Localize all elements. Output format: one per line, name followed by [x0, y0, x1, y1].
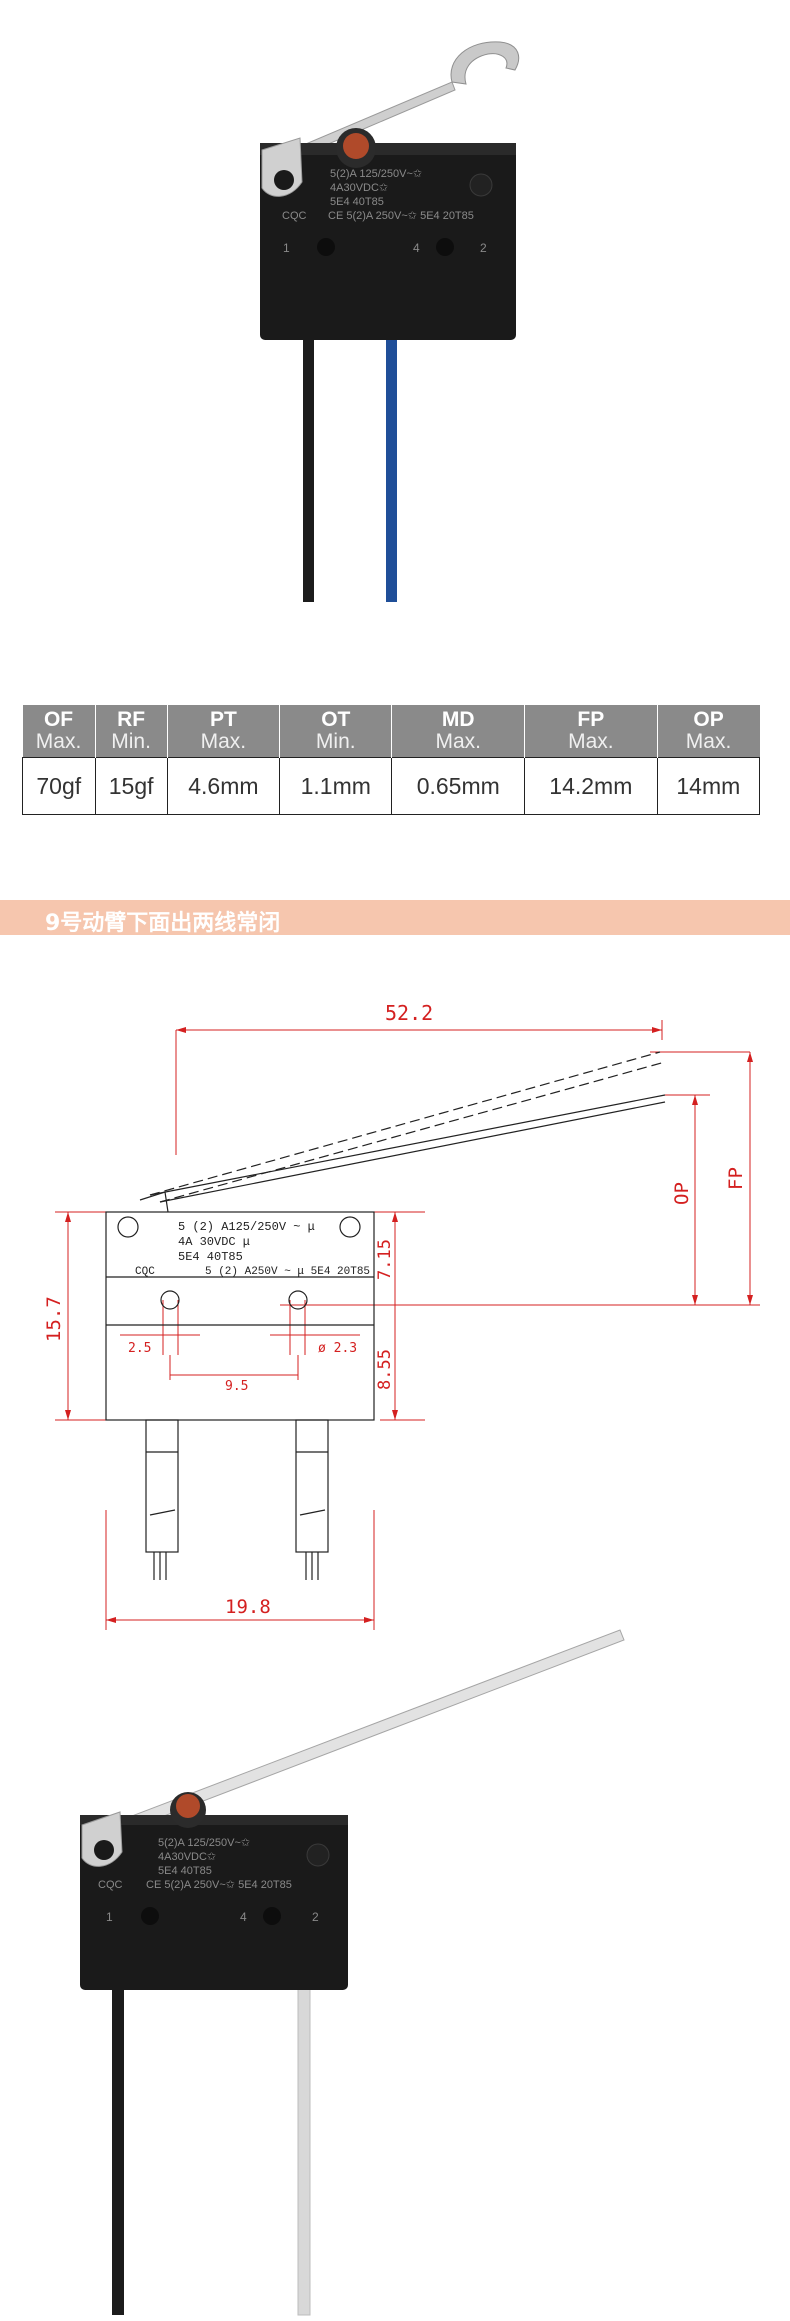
black-wire — [112, 1960, 124, 2315]
marking-2: 4A30VDC✩ — [158, 1851, 216, 1863]
spec-value-md: 0.65mm — [391, 757, 526, 815]
section-banner: 9号动臂下面出两线常闭 — [0, 900, 790, 936]
terminal-hole — [263, 1907, 281, 1925]
marking-cqc: CQC — [282, 210, 307, 222]
spec-value-op: 14mm — [656, 757, 761, 815]
dim-upper: 7.15 — [375, 1239, 395, 1280]
spec-value-of: 70gf — [22, 757, 96, 815]
lever-free-position — [149, 1051, 661, 1196]
plunger-button — [176, 1794, 200, 1818]
mount-hole — [469, 173, 493, 197]
dim-hole-offset: 2.5 — [128, 1341, 151, 1356]
marking-4: CE 5(2)A 250V~✩ 5E4 20T85 — [328, 210, 474, 222]
terminal-label-4: 4 — [413, 241, 420, 255]
body-outline — [105, 1211, 375, 1421]
blue-wire — [386, 330, 397, 602]
mount-hole — [306, 1843, 330, 1867]
dim-height: 15.7 — [43, 1296, 65, 1342]
marking-1: 5(2)A 125/250V~✩ — [158, 1837, 250, 1849]
marking-2: 4A30VDC✩ — [330, 182, 388, 194]
terminal-label-1: 1 — [283, 241, 290, 255]
marking-4: CE 5(2)A 250V~✩ 5E4 20T85 — [146, 1879, 292, 1891]
spec-value-pt: 4.6mm — [166, 757, 281, 815]
dim-hole-diameter: ø 2.3 — [318, 1341, 357, 1356]
dim-lever-length: 52.2 — [385, 1001, 433, 1025]
drawing-marking-4: 5 (2) A250V ~ μ 5E4 20T85 — [205, 1266, 370, 1278]
dimension-drawing: 52.2 19.8 15.7 7.15 8.55 OP FP 2.5 ø 2.3… — [43, 1001, 760, 1630]
terminal-label-1: 1 — [106, 1910, 113, 1924]
lever-roller-hook — [450, 41, 520, 85]
spec-value-row: 70gf 15gf 4.6mm 1.1mm 0.65mm 14.2mm 14mm — [22, 757, 761, 815]
dim-lower: 8.55 — [375, 1349, 395, 1390]
terminal-hole — [141, 1907, 159, 1925]
terminal-hole — [436, 238, 454, 256]
terminal-label-2: 2 — [480, 241, 487, 255]
spec-value-fp: 14.2mm — [524, 757, 658, 815]
product-photo-bottom: 5(2)A 125/250V~✩ 4A30VDC✩ 5E4 40T85 CQC … — [80, 1629, 625, 2316]
marking-3: 5E4 40T85 — [158, 1865, 212, 1877]
plunger-button — [343, 133, 369, 159]
drawing-marking-1: 5 (2) A125/250V ~ μ — [178, 1220, 315, 1234]
spec-value-ot: 1.1mm — [279, 757, 393, 815]
switch-body — [80, 1815, 348, 1990]
drawing-marking-3: 5E4 40T85 — [178, 1250, 243, 1264]
drawing-marking-cqc: CQC — [135, 1266, 155, 1278]
terminal-hole — [317, 238, 335, 256]
marking-cqc: CQC — [98, 1879, 123, 1891]
dim-op: OP — [671, 1182, 693, 1205]
drawing-marking-2: 4A 30VDC μ — [178, 1235, 250, 1249]
switch-body — [260, 143, 516, 340]
marking-1: 5(2)A 125/250V~✩ — [330, 168, 422, 180]
dim-width: 19.8 — [225, 1596, 271, 1618]
section-title: 9号动臂下面出两线常闭 — [45, 911, 281, 936]
white-wire — [297, 1959, 311, 2316]
terminal-label-4: 4 — [240, 1910, 247, 1924]
mounting-hole — [160, 1290, 180, 1310]
black-wire — [303, 330, 314, 602]
dim-hole-pitch: 9.5 — [225, 1379, 248, 1394]
spec-value-rf: 15gf — [94, 757, 168, 815]
product-photo-top: 5(2)A 125/250V~✩ 4A30VDC✩ 5E4 40T85 CQC … — [260, 41, 520, 602]
terminal-label-2: 2 — [312, 1910, 319, 1924]
mounting-hole — [288, 1290, 308, 1310]
dim-fp: FP — [725, 1167, 747, 1190]
marking-3: 5E4 40T85 — [330, 196, 384, 208]
